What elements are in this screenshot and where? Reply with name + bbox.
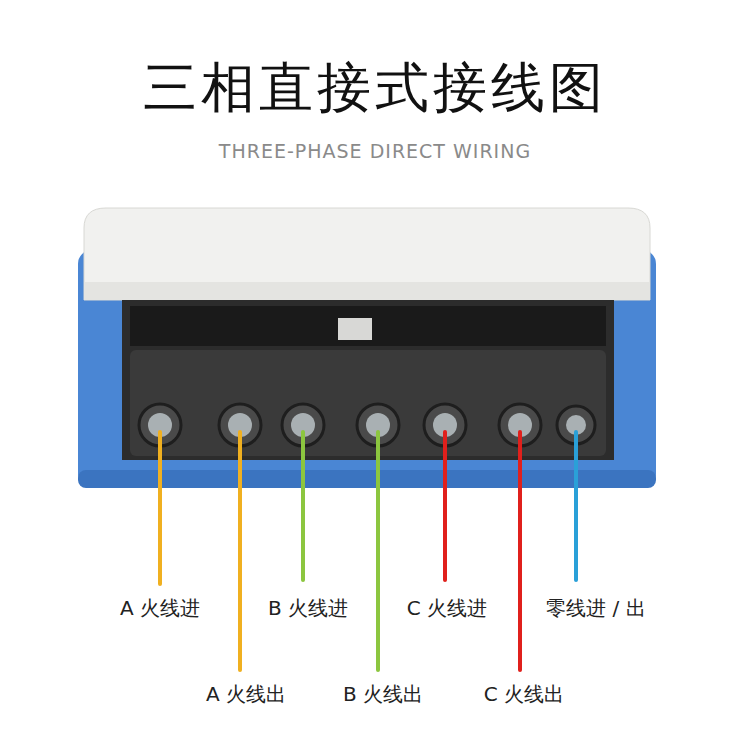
wires: [160, 432, 576, 670]
terminal-cavity: [122, 300, 614, 460]
subtitle: THREE-PHASE DIRECT WIRING: [219, 140, 531, 162]
wire-label: A 火线进: [120, 595, 200, 622]
wire-label: B 火线出: [343, 681, 423, 708]
wire-label: C 火线进: [407, 595, 487, 622]
meter-body: [78, 250, 656, 488]
wire-label: B 火线进: [268, 595, 348, 622]
terminals: [139, 404, 595, 446]
meter-base: [78, 470, 656, 488]
cover-edge: [84, 282, 650, 300]
terminal-block: [130, 350, 606, 456]
wire-label: 零线进 / 出: [546, 595, 645, 622]
meter-cover: [84, 208, 650, 300]
wire-label: C 火线出: [484, 681, 564, 708]
wire-label: A 火线出: [206, 681, 286, 708]
diagram-title: 三相直接式接线图: [143, 52, 607, 125]
cavity-slot: [130, 306, 606, 346]
cover-tab: [338, 318, 372, 340]
